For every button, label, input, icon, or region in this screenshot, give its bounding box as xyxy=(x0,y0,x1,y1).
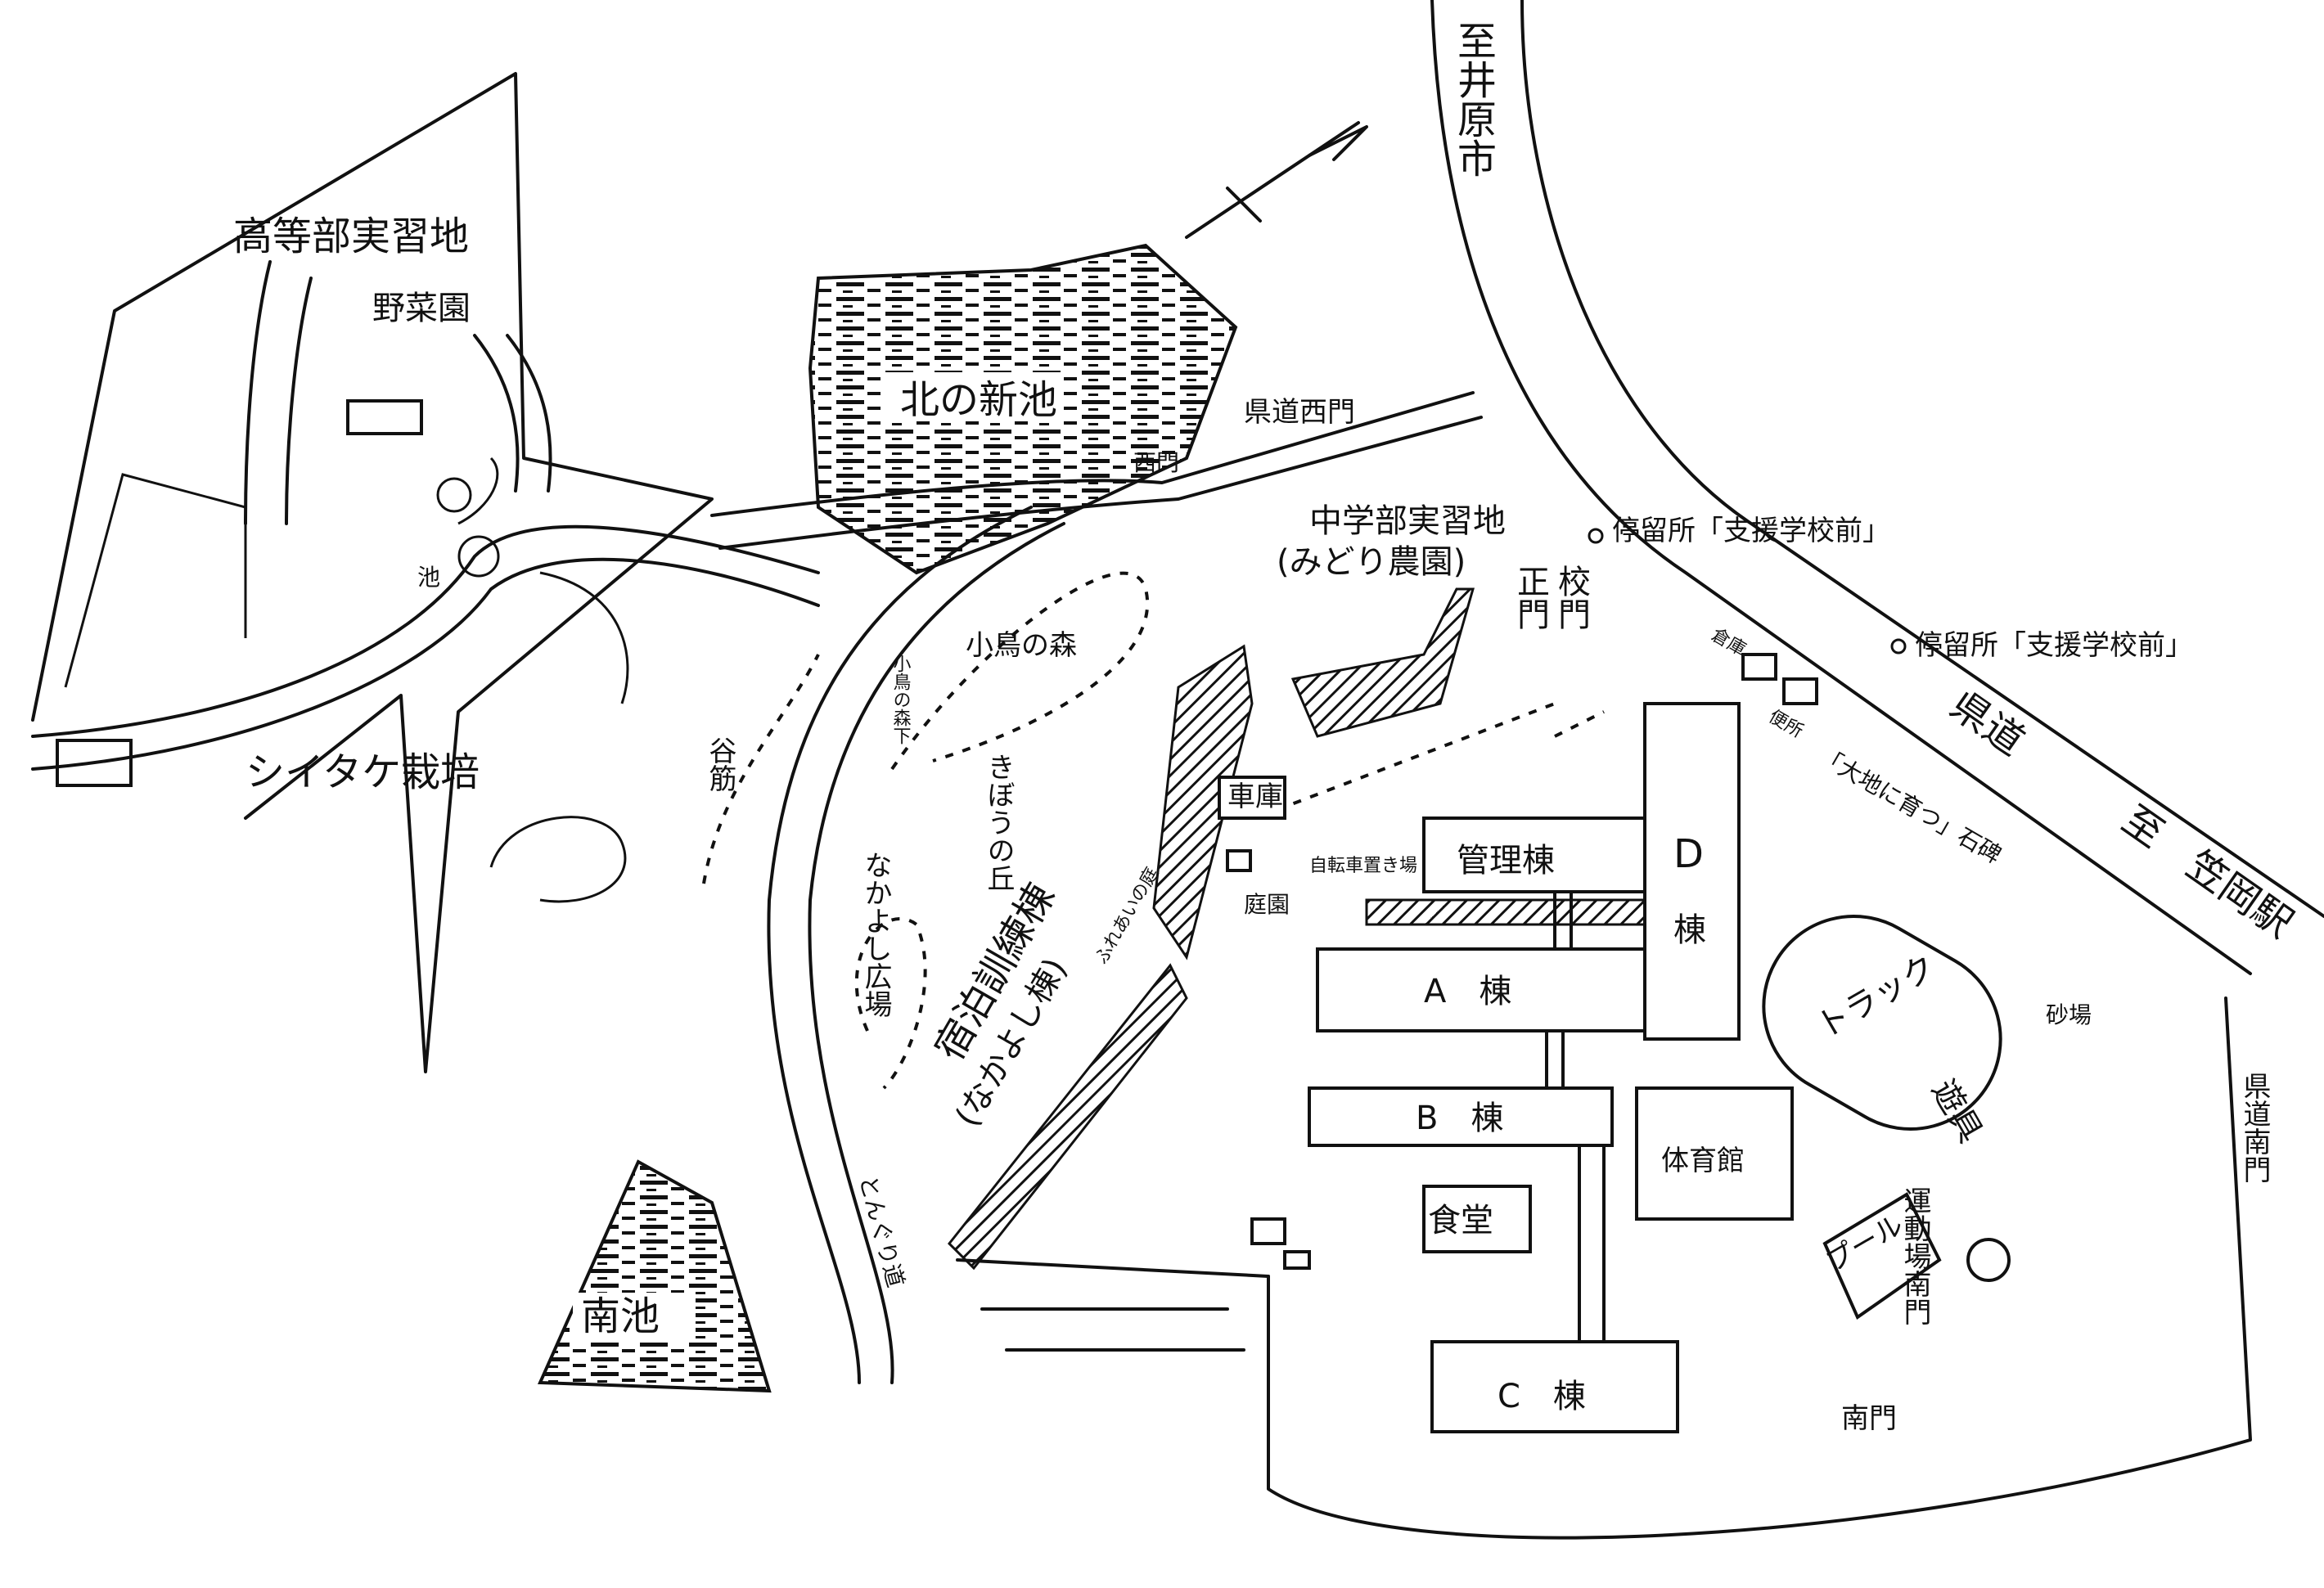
warehouse-box xyxy=(1741,653,1777,681)
label-west-gate: 西門 xyxy=(1133,449,1179,476)
label-north-pond: 北の新池 xyxy=(900,377,1057,423)
label-d-building-suffix: 棟 xyxy=(1673,911,1706,949)
label-to-kasaoka: 至 笠岡駅 xyxy=(2114,797,2301,947)
playground-equipment-icon xyxy=(1966,1238,2011,1282)
small-box-2 xyxy=(1283,1250,1311,1270)
track-field xyxy=(1762,915,2002,1131)
label-gym: 体育館 xyxy=(1661,1145,1745,1177)
small-box-1 xyxy=(1250,1217,1286,1245)
toilet-box xyxy=(1782,677,1818,705)
label-tonguri-road: とんぐり道 xyxy=(853,1172,909,1290)
label-kotori-forest: 小鳥の森 xyxy=(966,629,1077,662)
small-shed xyxy=(346,399,423,435)
label-pond: 池 xyxy=(417,564,440,591)
label-pref-road-south-gate: 県道南門 xyxy=(2238,1072,2271,1183)
label-nakayoshi-plaza: なかよし広場 xyxy=(859,851,892,1018)
b-building xyxy=(1308,1086,1614,1147)
label-midori-farm: (みどり農園) xyxy=(1277,543,1466,581)
label-middle-practice: 中学部実習地 xyxy=(1309,502,1506,540)
forest-trails xyxy=(702,571,1605,1090)
north-arrow-icon xyxy=(1185,121,1368,239)
main-road xyxy=(710,391,1483,1384)
label-garden: 庭園 xyxy=(1244,891,1290,918)
label-high-school-practice: 高等部実習地 xyxy=(233,214,469,259)
label-kotori-forest-below: 小鳥の森下 xyxy=(890,655,912,745)
label-cafeteria: 食堂 xyxy=(1428,1202,1493,1239)
label-a-building: A 棟 xyxy=(1424,973,1511,1010)
tree-rows xyxy=(956,1258,1270,1352)
hatched-walls xyxy=(947,587,1646,1271)
cafeteria xyxy=(1422,1185,1532,1253)
label-c-building: C 棟 xyxy=(1498,1378,1586,1415)
label-school-gate: 校門 xyxy=(1552,565,1590,630)
label-field-south-gate: 運動場南門 xyxy=(1898,1186,1931,1325)
label-sand-pit: 砂場 xyxy=(2046,1001,2092,1028)
d-building xyxy=(1643,702,1741,1041)
garage xyxy=(1218,776,1286,820)
label-tanisuji: 谷筋 xyxy=(704,736,736,792)
buildings xyxy=(1218,653,1942,1433)
label-south-gate: 南門 xyxy=(1841,1402,1897,1435)
label-admin-building: 管理棟 xyxy=(1457,842,1555,879)
label-track: トラック xyxy=(1810,948,1943,1046)
bus-stop-icon xyxy=(1890,638,1907,655)
label-d-building: D xyxy=(1673,831,1704,877)
label-toilet: 便所 xyxy=(1765,707,1807,743)
corridors xyxy=(1545,890,1606,1343)
high-school-practice-field xyxy=(31,72,820,1073)
label-garage: 車庫 xyxy=(1227,781,1283,813)
south-boundary xyxy=(1267,996,2252,1540)
pool xyxy=(1822,1192,1942,1320)
label-pref-road-west-gate: 県道西門 xyxy=(1244,396,1355,429)
label-to-ibara: 至井原市 xyxy=(1450,20,1496,178)
label-main-gate: 正門 xyxy=(1511,565,1549,630)
south-pond xyxy=(537,1159,772,1393)
gym xyxy=(1635,1086,1794,1221)
bus-stop-icon xyxy=(1588,528,1604,544)
label-bike-parking: 自転車置き場 xyxy=(1309,856,1417,876)
label-monument: 「大地に育つ」石碑 xyxy=(1814,742,2006,869)
label-south-pond: 南池 xyxy=(581,1293,660,1339)
label-shiitake: シイタケ栽培 xyxy=(245,749,480,795)
garage-shed xyxy=(1226,849,1252,872)
label-b-building: B 棟 xyxy=(1416,1100,1503,1137)
prefectural-road xyxy=(1430,0,2324,975)
label-bus-stop-1: 停留所「支援学校前」 xyxy=(1612,515,1890,547)
label-bus-stop-2: 停留所「支援学校前」 xyxy=(1915,629,2193,662)
garden-path xyxy=(473,334,520,493)
label-kibou-hill: きぼうの丘 xyxy=(982,753,1015,892)
label-pref-road: 県道 xyxy=(1942,682,2033,765)
label-playground-equipment: 遊具 xyxy=(1924,1073,1989,1149)
c-building xyxy=(1430,1340,1679,1433)
garden-path-2 xyxy=(506,334,552,493)
label-fureai-garden: ふれあいの庭 xyxy=(1092,864,1164,968)
a-building xyxy=(1316,947,1646,1032)
label-vegetable-garden: 野菜園 xyxy=(372,290,471,327)
